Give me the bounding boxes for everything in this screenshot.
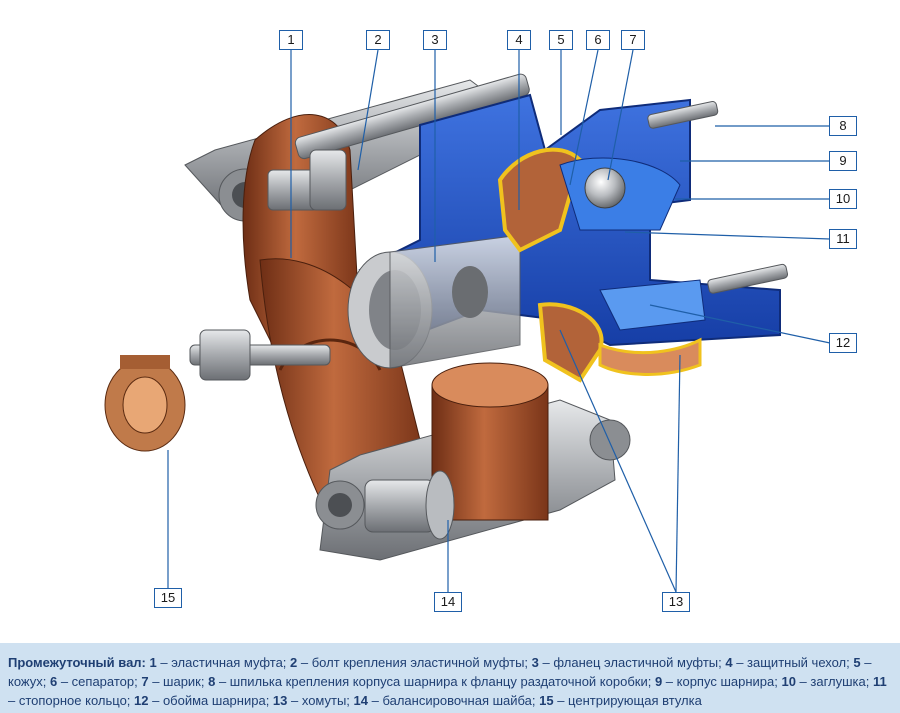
callout-3: 3 (423, 30, 447, 50)
caption-item-14: 14 – балансировочная шайба; (353, 693, 540, 708)
rubber-cylinder (431, 362, 549, 521)
callout-8: 8 (829, 116, 857, 136)
callout-9: 9 (829, 151, 857, 171)
coupling-bolt (267, 73, 530, 211)
caption-item-7: 7 – шарик; (141, 674, 209, 689)
centering-bushing (104, 355, 186, 452)
joint-stud (647, 100, 789, 294)
lower-stud (189, 329, 331, 381)
callout-12: 12 (829, 333, 857, 353)
intermediate-shaft-illustration (104, 49, 831, 593)
leader-lines (167, 49, 831, 593)
callout-14: 14 (434, 592, 462, 612)
protective-boot (497, 147, 702, 383)
caption-item-9: 9 – корпус шарнира; (654, 674, 782, 689)
callout-6: 6 (586, 30, 610, 50)
callout-7: 7 (621, 30, 645, 50)
caption-item-11: 11 – стопорное кольцо; (8, 674, 887, 708)
figure-caption: Промежуточный вал: 1 – эластичная муфта;… (0, 643, 900, 713)
caption-item-15: 15 – центрирующая втулка (539, 693, 702, 708)
callout-15: 15 (154, 588, 182, 608)
caption-item-5: 5 – кожух; (8, 655, 872, 689)
caption-item-1: 1 – эластичная муфта; (149, 655, 291, 670)
callout-4: 4 (507, 30, 531, 50)
caption-title: Промежуточный вал: (8, 655, 146, 670)
callout-11: 11 (829, 229, 857, 249)
caption-item-6: 6 – сепаратор; (49, 674, 142, 689)
caption-item-12: 12 – обойма шарнира; (134, 693, 273, 708)
caption-item-10: 10 – заглушка; (781, 674, 873, 689)
caption-item-4: 4 – защитный чехол; (725, 655, 854, 670)
balancing-washer (364, 470, 455, 540)
caption-item-3: 3 – фланец эластичной муфты; (531, 655, 726, 670)
callout-10: 10 (829, 189, 857, 209)
callout-2: 2 (366, 30, 390, 50)
caption-item-13: 13 – хомуты; (272, 693, 354, 708)
callout-1: 1 (279, 30, 303, 50)
callout-13: 13 (662, 592, 690, 612)
caption-item-2: 2 – болт крепления эластичной муфты; (290, 655, 532, 670)
caption-item-8: 8 – шпилька крепления корпуса шарнира к … (208, 674, 655, 689)
callout-5: 5 (549, 30, 573, 50)
